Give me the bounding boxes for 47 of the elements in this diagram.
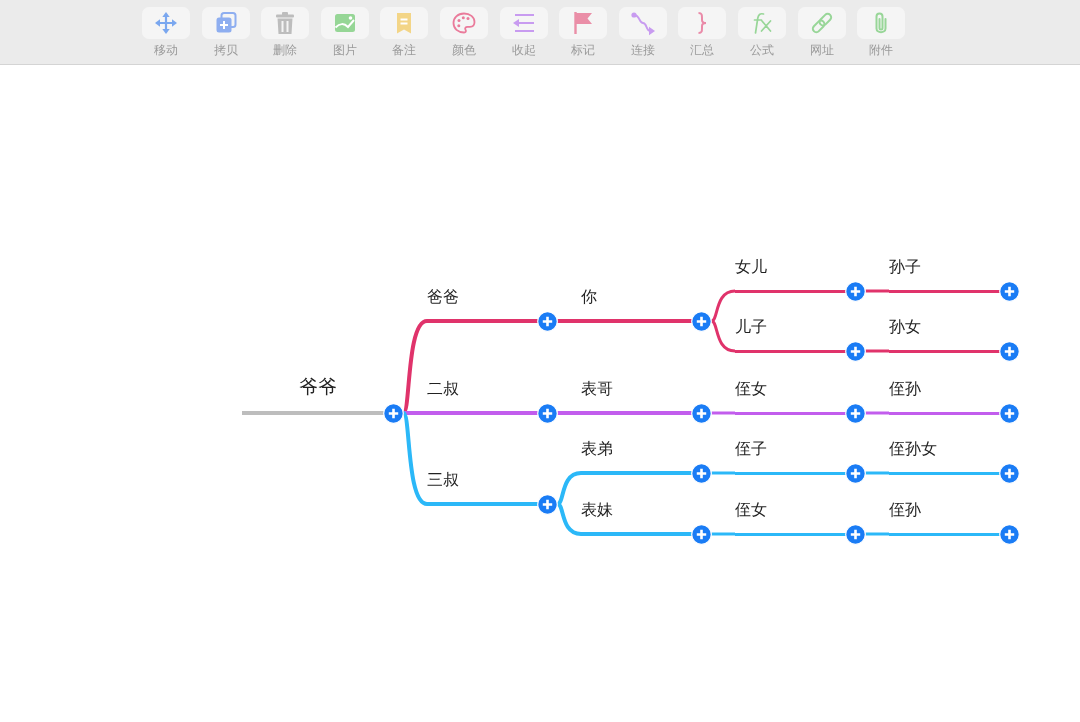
topic-text: 二叔 [427, 379, 459, 399]
topic-text: 表妹 [581, 500, 613, 520]
branch-line [401, 411, 428, 506]
branch-line [710, 319, 736, 353]
topic-text: 你 [581, 287, 597, 307]
delete-button: 删除 [257, 7, 314, 58]
topic-text: 侄孙 [889, 500, 921, 520]
branch-line [865, 289, 889, 293]
link-button: 网址 [793, 7, 850, 58]
topic-text: 侄子 [735, 439, 767, 459]
topic-text: 侄女 [735, 500, 767, 520]
topic-text: 孙女 [889, 317, 921, 337]
branch-line [865, 411, 889, 415]
topic-text: 表哥 [581, 379, 613, 399]
branch-line [556, 502, 582, 536]
attachment-button: 附件 [853, 7, 910, 58]
topic-text: 三叔 [427, 470, 459, 490]
collapse-button: 收起 [495, 7, 552, 58]
topic-text: 侄女 [735, 379, 767, 399]
topic-text: 儿子 [735, 317, 767, 337]
topic-text: 女儿 [735, 257, 767, 277]
branch-line [865, 471, 889, 475]
branch-line [865, 349, 889, 353]
topic-text: 孙子 [889, 257, 921, 277]
branch-line [556, 471, 582, 506]
note-button: 备注 [376, 7, 433, 58]
topic-text: 侄孙女 [889, 439, 937, 459]
branch-line [711, 471, 735, 475]
topic-text: 侄孙 [889, 379, 921, 399]
flag-button: 标记 [555, 7, 612, 58]
copy-button: 拷贝 [197, 7, 254, 58]
topic-text: 表弟 [581, 439, 613, 459]
branch-line [557, 411, 581, 415]
color-button: 颜色 [436, 7, 492, 58]
move-button: 移动 [138, 7, 194, 58]
image-button: 图片 [316, 7, 373, 58]
branch-line [403, 411, 427, 415]
summary-button: 汇总 [674, 7, 731, 58]
topic-text: 爸爸 [427, 287, 459, 307]
branch-line [865, 532, 889, 536]
formula-button: 公式 [734, 7, 790, 58]
topic-text: 爷爷 [298, 375, 337, 399]
connect-button: 连接 [614, 7, 671, 58]
branch-line [711, 411, 735, 415]
branch-line [711, 532, 735, 536]
branch-line [710, 289, 736, 323]
branch-line [557, 319, 581, 323]
